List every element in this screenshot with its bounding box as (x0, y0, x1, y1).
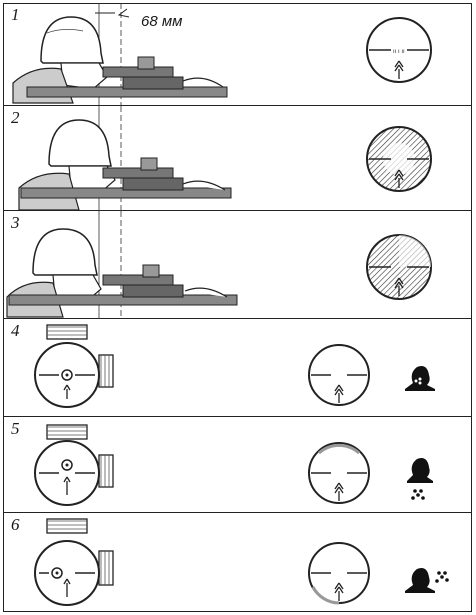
soldier-with-rifle-illustration: ıı ı ıı (12, 3, 432, 106)
scope-and-target-illustration (34, 424, 433, 506)
panel-number: 2 (11, 108, 20, 127)
figure-frame (3, 3, 472, 612)
panel-number: 3 (11, 213, 20, 232)
panel-number: 4 (11, 321, 20, 340)
soldier-with-rifle-illustration (6, 211, 432, 319)
svg-text:ıı ı ıı: ıı ı ıı (393, 49, 405, 55)
scope-and-target-illustration (34, 324, 435, 408)
panel-1: 1 68 мм ıı ı ıı (3, 3, 472, 106)
soldier-with-rifle-illustration (18, 106, 432, 211)
panel-number: 6 (11, 515, 20, 534)
panel-number: 1 (11, 5, 20, 24)
scope-and-target-illustration (34, 518, 449, 606)
panel-number: 5 (11, 419, 20, 438)
panel-3: 3 (3, 211, 472, 319)
panel-4: 4 (3, 319, 472, 417)
eye-relief-measurement: 68 мм (141, 13, 183, 30)
panel-6: 6 (3, 513, 472, 612)
panel-2: 2 (3, 106, 472, 211)
panel-5: 5 (3, 417, 472, 513)
